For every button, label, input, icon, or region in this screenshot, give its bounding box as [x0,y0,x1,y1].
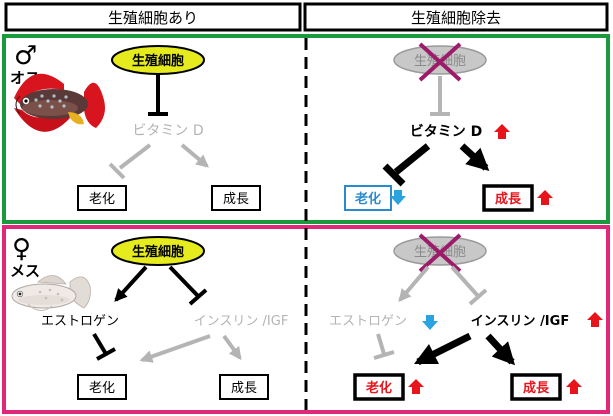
male-right-vitd-inhibits-aging [393,143,431,175]
male-right-growth: 成長 [495,191,522,207]
female-left-germ-promotes-estrogen [114,265,148,302]
female-label: メス [10,262,40,280]
male-symbol: ♂ [14,41,37,71]
female-left-insulin-igf: インスリン /IGF [194,314,289,329]
male-left-aging: 老化 [89,192,115,207]
female-right-insulin-inhibit-bar-gray [468,288,488,306]
female-panel [2,225,610,414]
female-left-aging-inhibit-bar [96,347,116,361]
header-left: 生殖細胞あり [108,9,198,27]
female-right-removed-cross-icon [418,233,462,273]
female-left-aging-box [77,374,127,400]
male-right-growth-up-arrow-icon [537,190,553,205]
female-left-growth-box [219,374,269,400]
male-fish-icon [14,73,105,132]
female-left-insulin-inhibit-bar [188,288,208,306]
male-right-vitd-promotes-growth [459,143,490,172]
male-left-aging-inhibit-bar [108,162,126,180]
female-left-insulin-promotes-aging [139,334,211,363]
male-left-vitamin-d: ビタミン D [132,123,203,139]
female-right-aging-up-arrow-icon [408,379,424,394]
male-right-removed-cross-icon [418,42,462,82]
female-left-germ-cell [111,236,205,266]
male-left-growth: 成長 [223,192,249,207]
female-left-growth: 成長 [231,381,257,396]
male-left-vitd-promotes-growth [180,143,209,168]
female-left-aging: 老化 [89,381,115,396]
female-right-germ-promotes-estrogen-gray [398,265,430,302]
header-right-box [303,2,609,32]
male-left-vitd-inhibits-aging [118,143,152,170]
male-right-aging-inhibit-bar [382,163,406,187]
male-right-aging-box [344,185,392,211]
female-fish-icon [11,275,91,311]
male-right-aging: 老化 [354,191,381,207]
male-right-aging-down-arrow-icon [390,190,406,205]
female-right-estrogen-down-arrow-icon [422,315,438,330]
female-left-estrogen-inhibits-aging [92,332,108,356]
female-left-germ-inhibits-insulin [168,265,200,298]
male-right-growth-box [482,184,534,212]
male-left-germ-cell [111,45,205,75]
female-right-estrogen: エストロゲン [329,314,407,329]
male-left-germ-cell-label: 生殖細胞 [132,53,184,69]
female-right-insulin-promotes-aging [413,332,472,366]
male-right-vitd-up-arrow-icon [494,124,510,139]
male-left-aging-box [77,185,127,211]
female-right-insulin-igf: インスリン /IGF [471,314,569,329]
female-right-aging-box [353,373,405,401]
female-right-growth: 成長 [523,380,550,396]
header-right: 生殖細胞除去 [411,9,501,27]
male-panel [2,34,610,224]
male-right-vitamin-d: ビタミン D [410,124,483,140]
female-right-aging: 老化 [365,380,392,396]
female-right-growth-box [510,373,562,401]
female-left-germ-cell-label: 生殖細胞 [132,244,184,260]
female-right-insulin-promotes-growth [485,333,516,366]
female-right-estrogen-inhibits-aging-gray [376,333,386,355]
female-right-aging-inhibit-bar-gray [373,350,395,360]
header-left-box [4,2,302,32]
female-symbol: ♀ [12,234,31,264]
female-right-insulin-up-arrow-icon [587,312,603,327]
female-left-insulin-promotes-growth [222,334,242,361]
male-left-growth-box [211,185,261,211]
female-left-estrogen: エストロゲン [41,314,119,329]
female-right-germ-inhibits-insulin-gray [450,265,480,298]
female-right-growth-up-arrow-icon [566,379,582,394]
